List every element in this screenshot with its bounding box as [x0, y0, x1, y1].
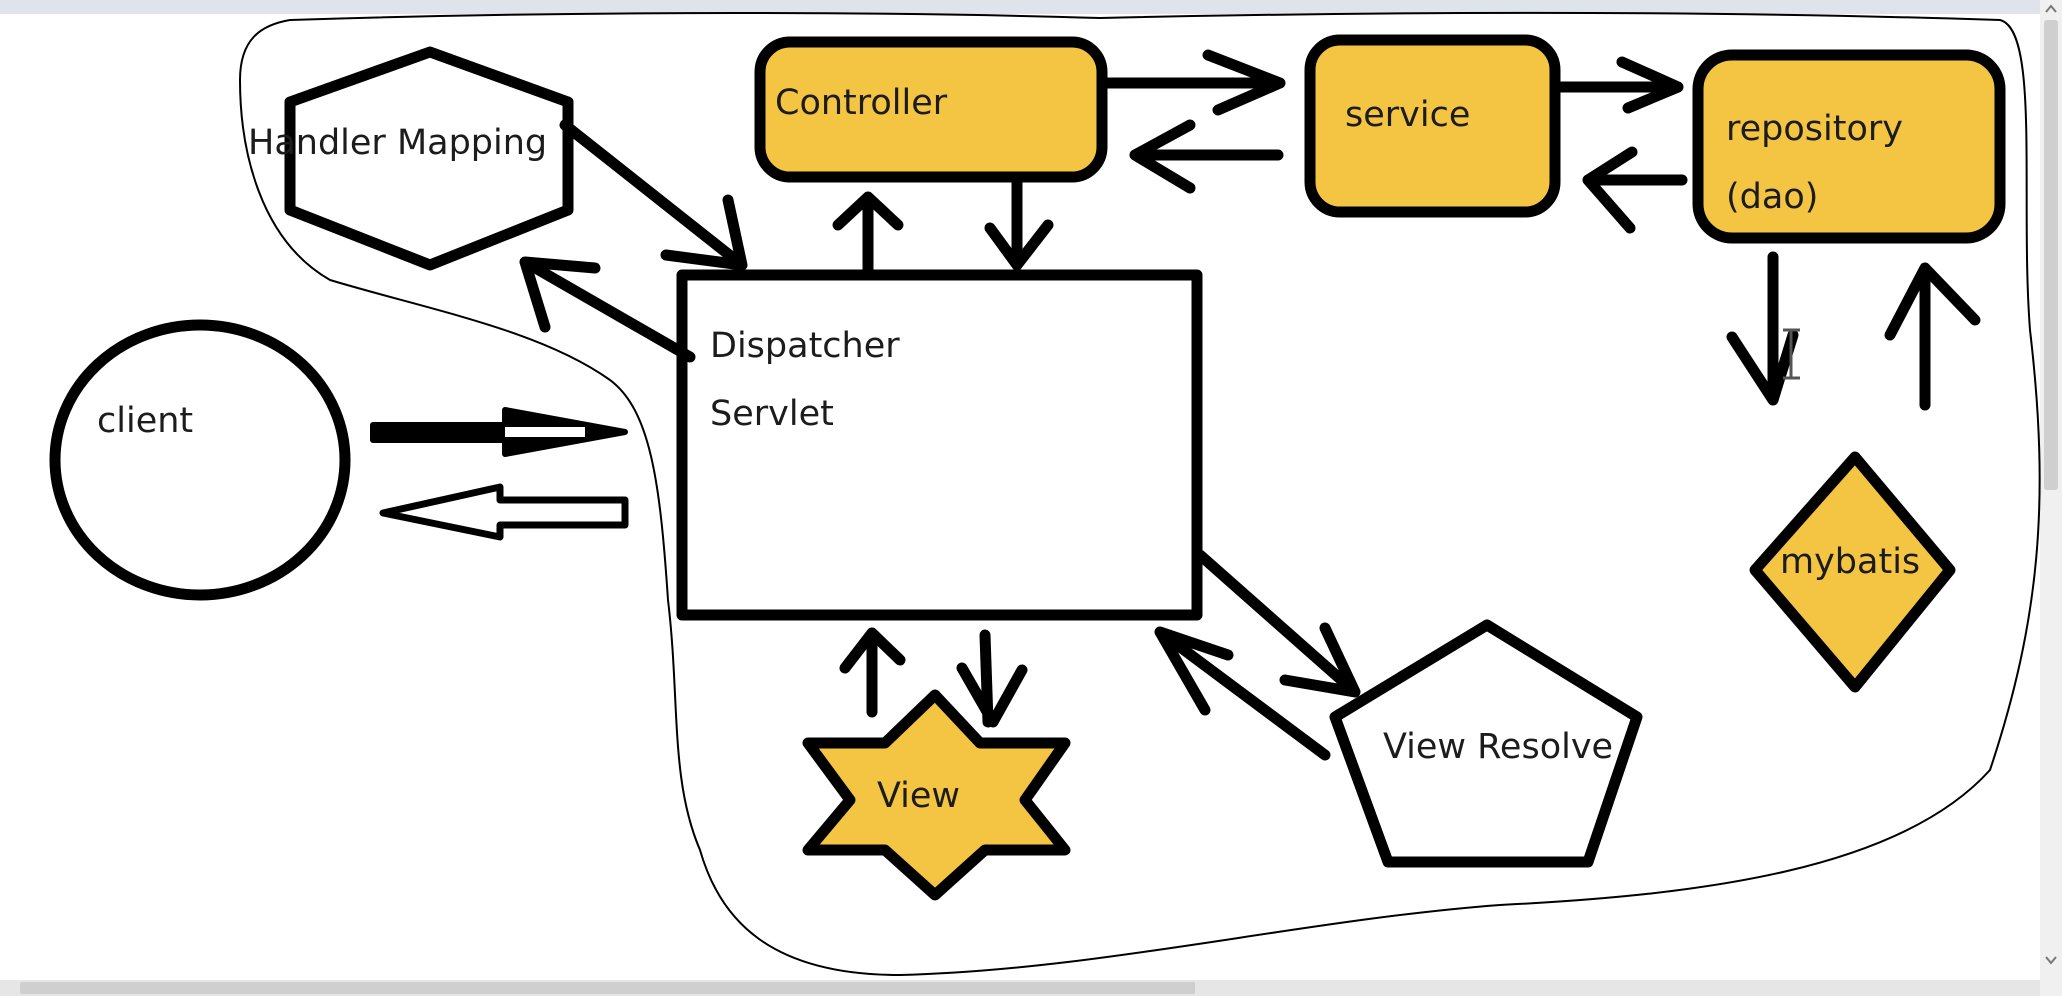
- view-label: View: [877, 776, 960, 816]
- service-label: service: [1345, 95, 1470, 135]
- dispatcher-servlet-label-line2: Servlet: [710, 394, 834, 434]
- controller-to-dispatcher-arrow: [984, 177, 1054, 271]
- repository-node: [1692, 49, 2006, 244]
- handler-mapping-label: Handler Mapping: [248, 123, 547, 163]
- view-resolver-label: View Resolve: [1383, 727, 1613, 767]
- view-to-dispatcher-arrow: [839, 627, 906, 718]
- controller-to-service-arrow: [1099, 49, 1286, 116]
- repository-label-line2: (dao): [1726, 177, 1818, 217]
- dispatcher-to-view-arrow: [956, 629, 1028, 728]
- handler-mapping-to-dispatcher-arrow: [559, 119, 748, 271]
- controller-node: [754, 36, 1108, 183]
- dispatcher-servlet-label-line1: Dispatcher: [710, 326, 900, 366]
- mybatis-to-repository-arrow: [1884, 262, 1981, 411]
- client-to-dispatcher-arrow: [370, 407, 628, 457]
- view-node: [802, 689, 1071, 901]
- dispatcher-servlet-node: [676, 269, 1203, 621]
- view-resolver-node: [1329, 619, 1643, 868]
- service-node: [1304, 34, 1561, 218]
- dispatcher-to-handler-mapping-arrow: [519, 256, 696, 363]
- dispatcher-to-controller-arrow: [832, 191, 904, 276]
- scroll-up-arrow-icon[interactable]: [2045, 4, 2057, 13]
- container-boundary: [238, 11, 2041, 977]
- repository-to-service-arrow: [1582, 146, 1688, 234]
- scroll-down-arrow-icon[interactable]: [2045, 956, 2057, 965]
- mybatis-node: [1749, 451, 1956, 693]
- text-cursor-icon: [1783, 328, 1800, 380]
- repository-to-mybatis-arrow: [1726, 251, 1799, 406]
- repository-label-line1: repository: [1726, 109, 1903, 149]
- controller-label: Controller: [775, 83, 948, 123]
- dispatcher-to-client-arrow: [379, 483, 629, 541]
- service-to-controller-arrow: [1129, 119, 1284, 194]
- dispatcher-to-view-resolver-arrow: [1194, 549, 1361, 698]
- client-node: [49, 319, 351, 601]
- view-resolver-to-dispatcher-arrow: [1154, 626, 1331, 761]
- top-border: [0, 0, 2062, 14]
- service-to-repository-arrow: [1554, 56, 1684, 114]
- handler-mapping-node: [284, 46, 574, 271]
- vertical-scrollbar-thumb[interactable]: [2044, 20, 2058, 490]
- client-label: client: [97, 401, 193, 441]
- horizontal-scrollbar-thumb[interactable]: [20, 982, 1195, 994]
- mybatis-label: mybatis: [1780, 542, 1920, 582]
